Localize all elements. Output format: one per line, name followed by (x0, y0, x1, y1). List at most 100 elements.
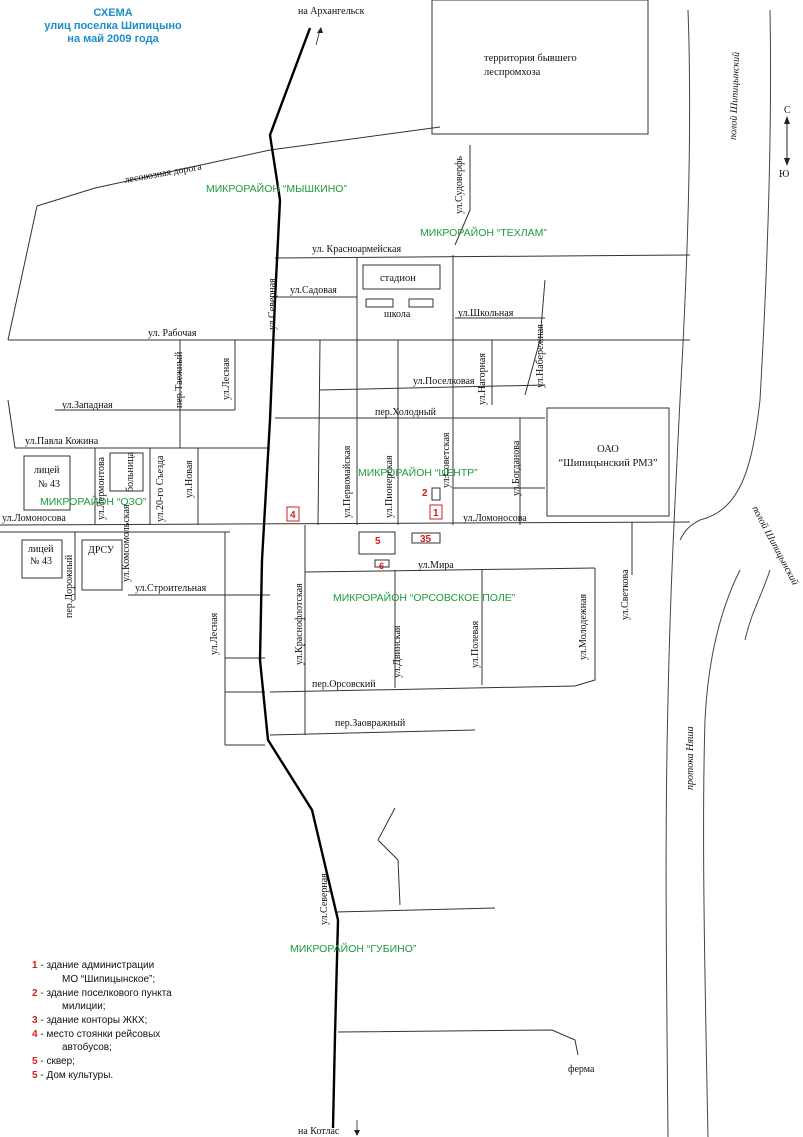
legend-item-5: 5 - сквер; (32, 1056, 75, 1067)
street-rabochaya: ул. Рабочая (148, 328, 197, 339)
street-polevaya: ул.Полевая (470, 620, 481, 668)
building-5-box (358, 531, 396, 555)
street-zapadnaya: ул.Западная (62, 400, 113, 411)
street-molodezhnaya: ул.Молодежная (578, 594, 589, 660)
rmz-label-1: ОАО (597, 444, 619, 455)
lespromkhoz-label-1: территория бывшего (484, 53, 577, 64)
street-naberezhnaya: ул.Набережная (535, 324, 546, 388)
street-severnaya-south: ул.Северная (319, 873, 330, 925)
building-2-box (431, 487, 441, 501)
lyceum-2-label-a: лицей (28, 544, 54, 555)
district-labels: МИКРОРАЙОН “МЫШКИНО” МИКРОРАЙОН “ТЕХЛАМ”… (40, 182, 547, 955)
street-severnaya-north: ул.Северная (267, 278, 278, 330)
legend-item-6: 5 - Дом культуры. (32, 1070, 113, 1081)
street-labels-vertical: ул.Судоверфь ул.Северная пер.Таежный ул.… (64, 155, 631, 925)
markers: 4 1 2 5 35 6 (286, 488, 443, 571)
rivers (665, 9, 772, 1137)
legend: 1 - здание администрации МО “Шипицынское… (32, 960, 172, 1081)
lyceum-1-label-a: лицей (34, 465, 60, 476)
roads (0, 126, 691, 1056)
marker-35: 35 (420, 534, 432, 545)
street-lesnaya-south: ул.Лесная (209, 612, 220, 655)
dorsu-label: ДРСУ (88, 545, 115, 556)
marker-5: 5 (375, 536, 381, 547)
school-box-right (408, 298, 434, 308)
street-shkolnaya: ул.Школьная (458, 308, 514, 319)
water-labels: полой Шипицынский полой Шипицынский прот… (685, 52, 800, 790)
marker-4-box (286, 506, 300, 522)
street-bogdanova: ул.Богданова (511, 440, 522, 496)
marker-1: 1 (433, 508, 439, 519)
street-pervomayskaya: ул.Первомайская (342, 445, 353, 518)
water-poloy-south: полой Шипицынский (749, 504, 800, 587)
street-taezhny: пер.Таежный (174, 351, 185, 408)
hospital-box (109, 452, 144, 492)
place-labels: территория бывшего леспромхоза стадион ш… (28, 53, 658, 1075)
water-poloy-north: полой Шипицынский (728, 52, 742, 140)
lespromkhoz-area (431, 0, 649, 135)
stadium-box (362, 264, 441, 290)
street-komsomolskaya: ул.Комсомольская (121, 504, 132, 582)
street-lomonosova-east: ул.Ломоносова (463, 513, 527, 524)
legend-item-2-cont: милиции; (62, 1001, 106, 1012)
lespromkhoz-label-2: леспромхоза (484, 67, 541, 78)
street-lomonosova-west: ул.Ломоносова (2, 513, 66, 524)
hospital-label: больница (125, 451, 136, 492)
water-protoka: протока Няша (685, 726, 696, 790)
lyceum-box-1 (23, 455, 71, 511)
district-orsovskoe: МИКРОРАЙОН “ОРСОВСКОЕ ПОЛЕ” (333, 591, 516, 604)
direction-arrows (315, 27, 360, 1136)
buildings (21, 264, 670, 591)
street-sovetskaya: ул.Советская (441, 432, 452, 488)
building-35-box (411, 532, 441, 544)
street-nagornaya: ул.Нагорная (477, 353, 488, 405)
north-road-label: на Архангельск (298, 6, 365, 17)
street-orsovsky: пер.Орсовский (312, 679, 376, 690)
street-svetkova: ул.Светкова (620, 569, 631, 620)
main-road-severnaya (258, 27, 340, 1129)
street-lesnaya-north: ул.Лесная (221, 357, 232, 400)
south-road-label: на Котлас (298, 1126, 340, 1137)
street-sudoverf: ул.Судоверфь (454, 155, 465, 214)
district-tekhlam: МИКРОРАЙОН “ТЕХЛАМ” (420, 226, 547, 239)
street-forest-road: лесовозная дорога (124, 161, 204, 186)
street-sadovaya: ул.Садовая (290, 285, 337, 296)
lyceum-2-label-b: № 43 (30, 556, 52, 567)
street-zaovrazhny: пер.Заовражный (335, 718, 406, 729)
marker-6: 6 (379, 561, 384, 571)
street-novaya: ул.Новая (184, 460, 195, 498)
legend-item-3: 3 - здание конторы ЖКХ; (32, 1015, 147, 1026)
district-center: МИКРОРАЙОН “ЦЕНТР” (358, 466, 478, 479)
street-dvinskaya: ул.Двинская (392, 625, 403, 678)
title-line-1: СХЕМА (93, 7, 132, 19)
map-title: СХЕМА улиц поселка Шипицыно на май 2009 … (44, 7, 182, 45)
district-myshkino: МИКРОРАЙОН “МЫШКИНО” (206, 182, 347, 195)
street-xx-sezda: ул.20-го Съезда (155, 455, 166, 522)
marker-1-box (429, 504, 443, 520)
street-dorozhny: пер.Дорожный (64, 554, 75, 618)
legend-item-2: 2 - здание поселкового пункта (32, 988, 172, 999)
building-6-box (374, 559, 390, 568)
dorsu-box (81, 539, 123, 591)
street-mira: ул.Мира (418, 560, 454, 571)
school-label: школа (384, 309, 411, 320)
title-line-2: улиц поселка Шипицыно (44, 20, 182, 32)
rmz-box (546, 407, 670, 517)
stadium-label: стадион (380, 273, 416, 284)
marker-4: 4 (290, 510, 296, 521)
lyceum-1-label-b: № 43 (38, 479, 60, 490)
legend-item-1: 1 - здание администрации (32, 960, 154, 971)
street-poselkovaya: ул.Поселковая (413, 376, 475, 387)
street-pavla-kozhina: ул.Павла Кожина (25, 436, 99, 447)
school-box-left (365, 298, 394, 308)
district-ozo: МИКРОРАЙОН “ОЗО” (40, 495, 147, 508)
street-krasnoflotskaya: ул.Краснофлотская (294, 583, 305, 665)
legend-item-1-cont: МО “Шипицынское”; (62, 974, 155, 985)
lyceum-box-2 (21, 539, 63, 579)
title-line-3: на май 2009 года (67, 33, 159, 45)
compass-north: С (784, 105, 791, 116)
rmz-label-2: “Шипицынский РМЗ” (558, 458, 657, 469)
marker-2: 2 (422, 488, 428, 499)
compass: С Ю (779, 105, 791, 180)
